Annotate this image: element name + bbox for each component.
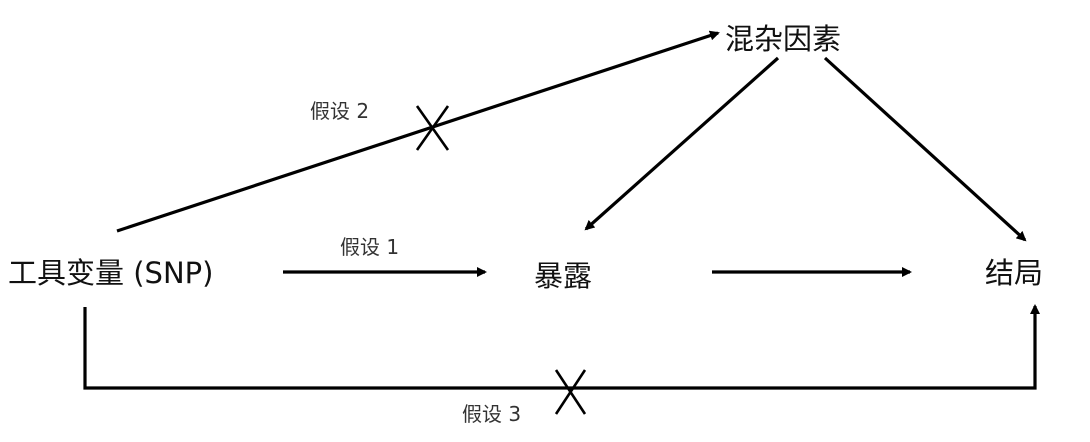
label-assumption-2: 假设 2	[310, 99, 369, 123]
arrow-confounder-exposure	[584, 56, 780, 231]
arrow-instrument-outcome	[83, 304, 1040, 390]
arrow-instrument-confounder	[116, 30, 720, 233]
label-assumption-3: 假设 3	[462, 402, 521, 426]
cross-mark-assumption-2	[415, 105, 450, 151]
node-exposure: 暴露	[534, 259, 592, 293]
node-instrument: 工具变量 (SNP)	[8, 256, 213, 290]
arrow-confounder-outcome	[823, 56, 1027, 242]
label-assumption-1: 假设 1	[340, 235, 399, 259]
node-confounder: 混杂因素	[725, 22, 841, 56]
node-outcome: 结局	[985, 256, 1043, 290]
cross-mark-assumption-3	[554, 369, 587, 415]
